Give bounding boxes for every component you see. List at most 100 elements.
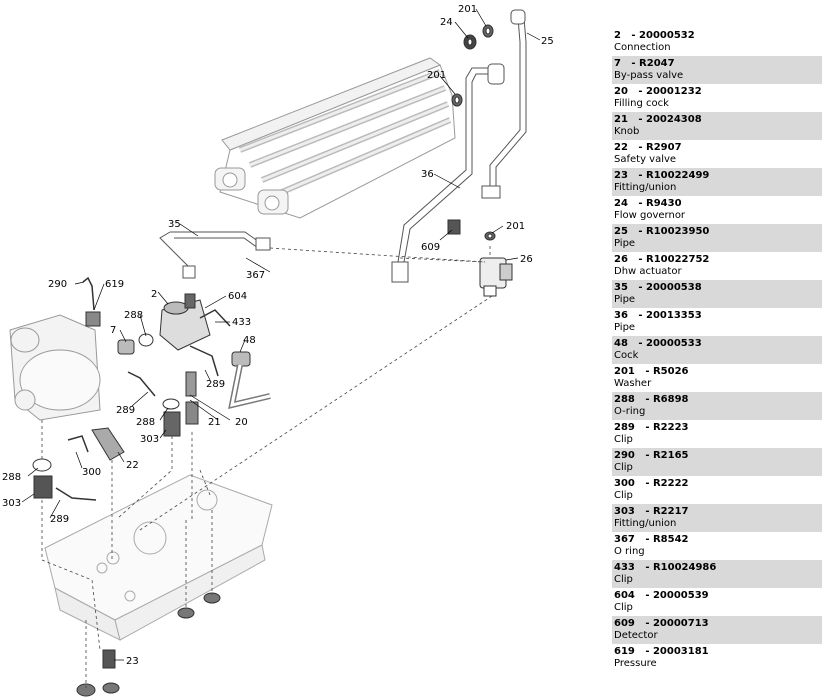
nuts-drawing: [76, 592, 221, 697]
pipes-drawing: [159, 9, 527, 283]
part-description: O-ring: [614, 406, 646, 417]
part-description: By-pass valve: [614, 70, 684, 81]
callout-604: 604: [228, 291, 247, 302]
callout-23: 23: [126, 656, 139, 667]
callout-289-left: 289: [116, 405, 135, 416]
washers-drawing: [451, 24, 496, 241]
callout-labels: 201 24 25 201 36 35 609 201 26 367 290 6…: [2, 4, 554, 667]
part-number: 48 - 20000533: [614, 338, 702, 349]
part-description: Clip: [614, 574, 633, 585]
part-number: 22 - R2907: [614, 142, 682, 153]
part-description: Clip: [614, 602, 633, 613]
part-number: 604 - 20000539: [614, 590, 709, 601]
callout-201-right: 201: [506, 221, 525, 232]
frame-drawing: [44, 474, 273, 641]
part-number: 303 - R2217: [614, 506, 689, 517]
hydraulic-group-drawing: [32, 293, 271, 669]
callout-619: 619: [105, 279, 124, 290]
part-description: Safety valve: [614, 154, 677, 165]
part-description: Fitting/union: [614, 518, 677, 529]
part-number: 201 - R5026: [614, 366, 689, 377]
callout-22: 22: [126, 460, 139, 471]
part-number: 24 - R9430: [614, 198, 682, 209]
callout-288-top: 288: [124, 310, 143, 321]
part-number: 300 - R2222: [614, 478, 689, 489]
part-description: Pipe: [614, 238, 636, 249]
part-description: Washer: [614, 378, 652, 389]
part-number: 619 - 20003181: [614, 646, 709, 657]
part-number: 289 - R2223: [614, 422, 689, 433]
part-number: 290 - R2165: [614, 450, 689, 461]
part-description: Detector: [614, 630, 658, 641]
part-number: 367 - R8542: [614, 534, 689, 545]
callout-300: 300: [82, 467, 101, 478]
part-number: 433 - R10024986: [614, 562, 717, 573]
callout-26: 26: [520, 254, 533, 265]
callout-21: 21: [208, 417, 221, 428]
exploded-diagram: 201 24 25 201 36 35 609 201 26 367 290 6…: [2, 4, 554, 697]
part-description: Dhw actuator: [614, 266, 682, 277]
heat-exchanger-drawing: [214, 57, 456, 219]
pump-drawing: [9, 314, 101, 421]
part-description: Knob: [614, 126, 640, 137]
part-description: O ring: [614, 546, 645, 557]
part-description: Pipe: [614, 322, 636, 333]
part-number: 23 - R10022499: [614, 170, 710, 181]
part-description: Connection: [614, 42, 671, 53]
leader-lines: [21, 8, 541, 661]
callout-35: 35: [168, 219, 181, 230]
dhw-actuator-drawing: [447, 219, 513, 297]
callout-7: 7: [110, 325, 116, 336]
part-description: Clip: [614, 462, 633, 473]
part-number: 2 - 20000532: [614, 30, 695, 41]
part-number: 20 - 20001232: [614, 86, 702, 97]
callout-433: 433: [232, 317, 251, 328]
callout-367: 367: [246, 270, 265, 281]
callout-289-mid: 289: [206, 379, 225, 390]
callout-201-top: 201: [458, 4, 477, 15]
callout-201-mid: 201: [427, 70, 446, 81]
callout-290: 290: [48, 279, 67, 290]
part-description: Fitting/union: [614, 182, 677, 193]
callout-36: 36: [421, 169, 434, 180]
callout-24: 24: [440, 17, 453, 28]
callout-288-mid: 288: [136, 417, 155, 428]
assembly-lines: [41, 246, 493, 688]
callout-288-low: 288: [2, 472, 21, 483]
part-description: Pressure: [614, 658, 657, 669]
callout-20: 20: [235, 417, 248, 428]
part-number: 36 - 20013353: [614, 310, 702, 321]
part-number: 609 - 20000713: [614, 618, 709, 629]
part-number: 26 - R10022752: [614, 254, 710, 265]
part-number: 21 - 20024308: [614, 114, 702, 125]
part-number: 7 - R2047: [614, 58, 675, 69]
part-number: 25 - R10023950: [614, 226, 710, 237]
clips-drawing: [55, 276, 231, 501]
part-description: Cock: [614, 350, 639, 361]
part-description: Clip: [614, 490, 633, 501]
callout-2: 2: [151, 289, 157, 300]
part-description: Flow governor: [614, 210, 686, 221]
callout-303-low: 303: [2, 498, 21, 509]
callout-289-low: 289: [50, 514, 69, 525]
callout-48: 48: [243, 335, 256, 346]
